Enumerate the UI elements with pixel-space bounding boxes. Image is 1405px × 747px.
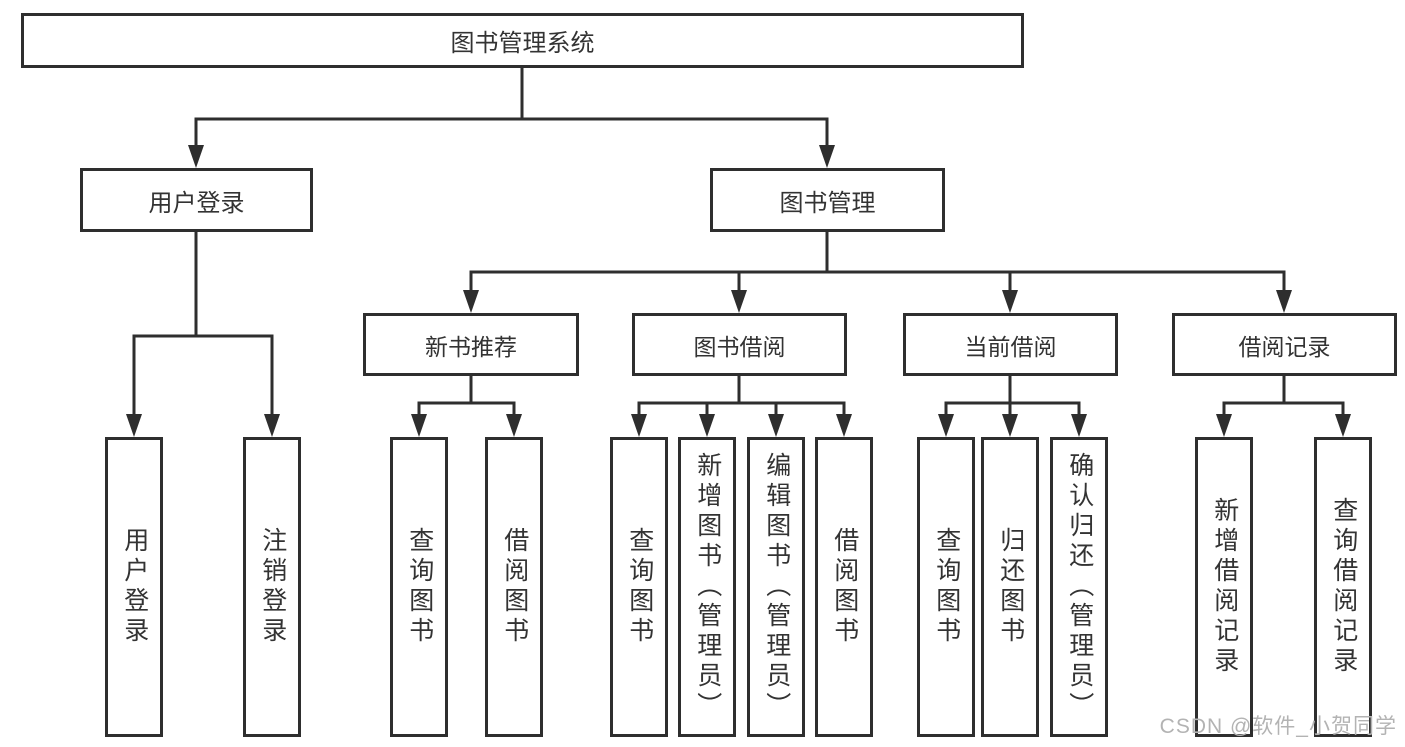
leaf-label: 确认归还（管理员） <box>1065 452 1094 722</box>
leaf-label: 查询借阅记录 <box>1329 497 1358 677</box>
leaf-logout: 注销登录 <box>243 437 301 737</box>
leaf-label: 查询图书 <box>932 527 961 647</box>
leaf-label: 注销登录 <box>258 527 287 647</box>
leaf-query-borrow-record: 查询借阅记录 <box>1314 437 1372 737</box>
node-label: 图书借阅 <box>693 333 786 360</box>
node-book-management: 图书管理 <box>710 168 945 232</box>
wire-user-login-children <box>126 230 280 437</box>
leaf-query-books-recommend: 查询图书 <box>390 437 448 737</box>
node-book-borrow: 图书借阅 <box>632 313 847 376</box>
wire-root-to-level2 <box>188 66 835 168</box>
leaf-label: 查询图书 <box>625 527 654 647</box>
leaf-label: 编辑图书（管理员） <box>762 452 791 722</box>
leaf-label: 用户登录 <box>120 527 149 647</box>
node-label: 图书管理 <box>779 189 876 217</box>
leaf-label: 查询图书 <box>405 527 434 647</box>
leaf-borrow-books-recommend: 借阅图书 <box>485 437 543 737</box>
wire-new-book-rec-children <box>411 374 522 437</box>
node-label: 用户登录 <box>148 189 245 217</box>
node-user-login: 用户登录 <box>80 168 313 232</box>
wire-borrow-records-children <box>1216 374 1351 437</box>
node-borrow-records: 借阅记录 <box>1172 313 1397 376</box>
leaf-edit-book-admin: 编辑图书（管理员） <box>747 437 805 737</box>
node-label: 借阅记录 <box>1238 333 1331 360</box>
leaf-query-books-borrow: 查询图书 <box>610 437 668 737</box>
leaf-borrow-books: 借阅图书 <box>815 437 873 737</box>
leaf-query-books-current: 查询图书 <box>917 437 975 737</box>
node-label: 当前借阅 <box>964 333 1057 360</box>
leaf-label: 借阅图书 <box>830 527 859 647</box>
leaf-label: 借阅图书 <box>500 527 529 647</box>
wire-book-borrow-children <box>631 374 852 437</box>
node-current-borrow: 当前借阅 <box>903 313 1118 376</box>
leaf-add-borrow-record: 新增借阅记录 <box>1195 437 1253 737</box>
node-label: 新书推荐 <box>425 333 517 360</box>
leaf-user-login: 用户登录 <box>105 437 163 737</box>
node-new-book-recommend: 新书推荐 <box>363 313 579 376</box>
root-box-library-system: 图书管理系统 <box>21 13 1024 68</box>
leaf-label: 归还图书 <box>996 527 1025 647</box>
leaf-add-book-admin: 新增图书（管理员） <box>678 437 736 737</box>
wire-current-borrow-children <box>938 374 1087 437</box>
csdn-watermark: CSDN @软件_小贺同学 <box>1159 715 1397 738</box>
leaf-label: 新增借阅记录 <box>1210 497 1239 677</box>
leaf-return-book: 归还图书 <box>981 437 1039 737</box>
leaf-confirm-return-admin: 确认归还（管理员） <box>1050 437 1108 737</box>
wire-book-mgmt-children <box>463 230 1292 313</box>
root-label: 图书管理系统 <box>450 30 595 57</box>
leaf-label: 新增图书（管理员） <box>693 452 722 722</box>
